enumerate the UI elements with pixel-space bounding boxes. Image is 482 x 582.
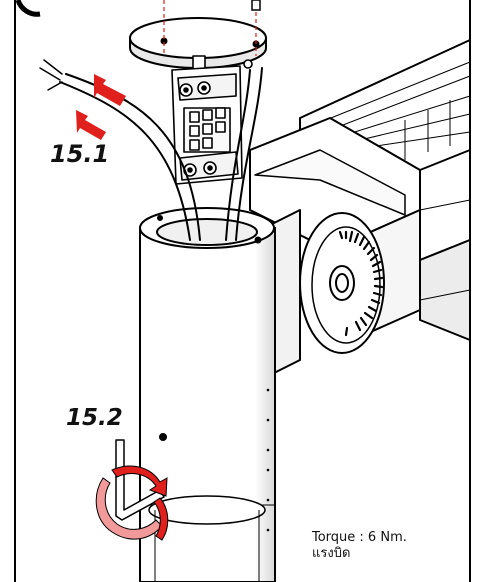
- step-label-15-1: 15.1: [50, 140, 110, 168]
- terminal-block: [171, 55, 253, 185]
- arm-housing: [249, 39, 471, 376]
- torque-note: Torque : 6 Nm. แรงบิด: [312, 530, 407, 562]
- dial-ticks: [338, 230, 384, 337]
- step-label-15-2: 15.2: [66, 405, 123, 431]
- top-screws: [251, 0, 261, 11]
- rotation-arrow-icon: [95, 465, 169, 541]
- pole: [139, 207, 276, 582]
- cap-plate: [129, 17, 267, 69]
- red-arrow-icon: [76, 74, 126, 140]
- step-badge: [15, 0, 41, 17]
- torque-value: Torque : 6 Nm.: [312, 530, 407, 545]
- torque-thai: แรงบิด: [312, 546, 351, 561]
- cables: [39, 59, 263, 241]
- axis-lines: [163, 0, 257, 56]
